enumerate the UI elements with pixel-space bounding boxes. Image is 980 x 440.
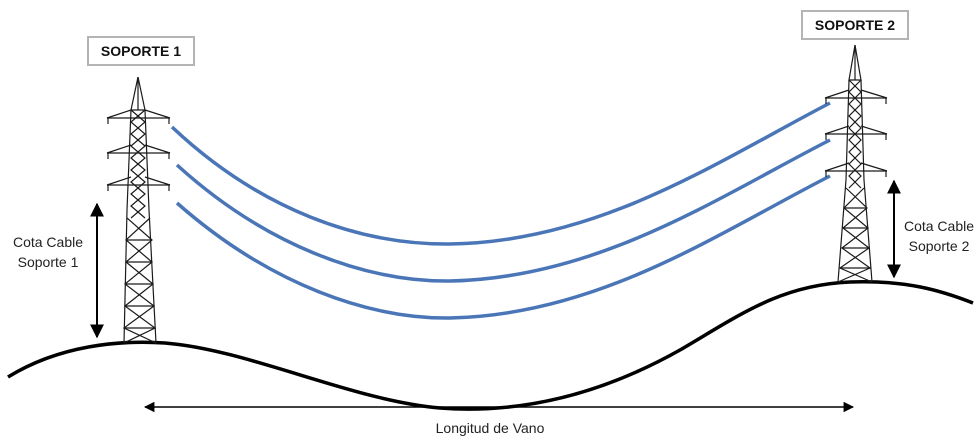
power-cables xyxy=(170,101,831,320)
cable-middle xyxy=(175,138,831,283)
cota-cable-support-1-label: Cota Cable Soporte 1 xyxy=(6,232,90,272)
support-1-label: SOPORTE 1 xyxy=(87,36,195,66)
cota-1-line-1: Cota Cable xyxy=(12,234,84,250)
tower-support-2 xyxy=(824,44,888,283)
ground-line xyxy=(7,279,974,411)
cota-cable-support-2-label: Cota Cable Soporte 2 xyxy=(898,216,980,256)
cable-bottom xyxy=(175,174,831,320)
span-length-label: Longitud de Vano xyxy=(435,420,545,436)
cota-2-line-1: Cota Cable xyxy=(903,218,975,234)
cable-top xyxy=(170,101,831,246)
support-2-label: SOPORTE 2 xyxy=(801,10,909,40)
cota-1-line-2: Soporte 1 xyxy=(17,254,79,270)
tower-support-1 xyxy=(106,76,171,344)
cota-2-line-2: Soporte 2 xyxy=(908,238,970,254)
